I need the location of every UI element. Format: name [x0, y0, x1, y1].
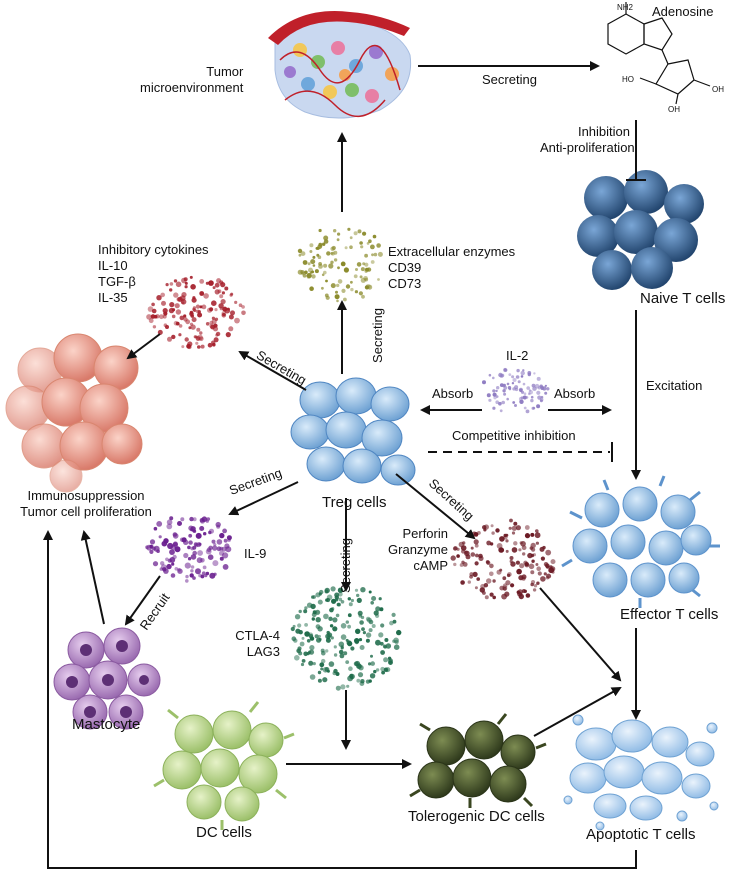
- adenosine-oh3: OH: [712, 85, 724, 94]
- adenosine-oh1: HO: [622, 75, 634, 84]
- cytokines-line2: IL-10: [98, 258, 128, 273]
- mastocyte-image: [53, 627, 161, 730]
- cytokines-line3: TGF-β: [98, 274, 136, 289]
- dc-label: DC cells: [196, 824, 252, 841]
- edge-label-competitive: Competitive inhibition: [452, 428, 576, 443]
- enzymes-line3: CD73: [388, 276, 422, 291]
- arrow-apoptotic-loop-to-immunosuppression: [43, 530, 637, 869]
- perforin-label: Perforin Granzyme cAMP: [378, 526, 448, 574]
- tolerogenic-dc-label: Tolerogenic DC cells: [408, 808, 545, 825]
- arrow-tolerogenic-to-apoptotic: [533, 687, 622, 737]
- perforin-line2: Granzyme: [388, 542, 448, 557]
- enzymes-line2: CD39: [388, 260, 422, 275]
- edge-label-excitation: Excitation: [646, 378, 703, 393]
- il2-label: IL-2: [506, 348, 529, 363]
- adenosine-oh2: OH: [668, 105, 680, 114]
- ctla4-label: CTLA-4 LAG3: [210, 628, 280, 660]
- adenosine-structure: [607, 2, 711, 105]
- adenosine-nh2: NH2: [617, 3, 634, 12]
- mastocyte-label: Mastocyte: [72, 716, 141, 733]
- edge-label-secreting-up: Secreting: [369, 308, 385, 363]
- tumor-label-line1: Tumor: [206, 64, 244, 79]
- enzymes-particle-cloud: [297, 227, 383, 303]
- il9-label: IL-9: [244, 546, 267, 561]
- tumor-label-line2: microenvironment: [140, 80, 244, 95]
- perforin-line1: Perforin: [402, 526, 448, 541]
- arrow-perforin-to-apoptotic: [539, 587, 622, 682]
- perforin-line3: cAMP: [413, 558, 448, 573]
- ctla4-line2: LAG3: [246, 644, 280, 659]
- arrow-treg-to-il9: [228, 481, 299, 516]
- edge-label-secreting-down: Secreting: [337, 538, 353, 593]
- naive-t-cells-image: [577, 170, 704, 290]
- tumor-label: Tumor microenvironment: [140, 64, 243, 96]
- dc-cells-image: [153, 701, 295, 830]
- edge-label-absorb-left: Absorb: [432, 386, 474, 401]
- il2-particle-cloud: [482, 367, 550, 414]
- il9-particle-cloud: [145, 516, 232, 583]
- edge-label-absorb-right: Absorb: [554, 386, 596, 401]
- ctla4-line1: CTLA-4: [235, 628, 280, 643]
- inhibition-line2: Anti-proliferation: [540, 140, 635, 155]
- immunosuppression-line2: Tumor cell proliferation: [20, 504, 152, 519]
- arrow-cytokines-to-tumor: [126, 333, 161, 360]
- adenosine-label: Adenosine: [652, 4, 714, 19]
- edge-label-inhibition: Inhibition Anti-proliferation: [540, 124, 635, 156]
- cytokines-line4: IL-35: [98, 290, 128, 305]
- naive-t-label: Naive T cells: [640, 290, 726, 307]
- arrow-treg-to-perforin: [395, 473, 476, 540]
- treg-cells-image: [290, 377, 416, 486]
- inhibition-line1: Inhibition: [577, 124, 630, 139]
- arrow-il9-to-mastocyte: [124, 575, 161, 626]
- tolerogenic-dc-image: [409, 713, 547, 808]
- apoptotic-t-cells-image: [563, 714, 719, 831]
- edge-label-secreting-top: Secreting: [482, 72, 537, 87]
- cytokines-particle-cloud: [146, 275, 246, 350]
- enzymes-label: Extracellular enzymes CD39 CD73: [388, 244, 515, 292]
- arrow-treg-to-cytokines: [238, 351, 307, 391]
- effector-t-cells-image: [561, 475, 720, 608]
- enzymes-line1: Extracellular enzymes: [388, 244, 516, 259]
- tumor-microenvironment-image: [268, 11, 412, 119]
- cytokines-label: Inhibitory cytokines IL-10 TGF-β IL-35: [98, 242, 209, 306]
- ctla4-particle-cloud: [290, 586, 402, 691]
- perforin-particle-cloud: [450, 518, 556, 600]
- immunosuppression-line1: Immunosuppression: [27, 488, 145, 503]
- cytokines-line1: Inhibitory cytokines: [98, 242, 209, 257]
- immunosuppression-label: Immunosuppression Tumor cell proliferati…: [8, 488, 164, 520]
- effector-t-label: Effector T cells: [620, 606, 719, 623]
- arrow-mastocyte-to-immunosuppression: [80, 530, 105, 625]
- apoptotic-t-label: Apoptotic T cells: [586, 826, 696, 843]
- tumor-cells-image: [5, 333, 143, 493]
- treg-label: Treg cells: [322, 494, 387, 511]
